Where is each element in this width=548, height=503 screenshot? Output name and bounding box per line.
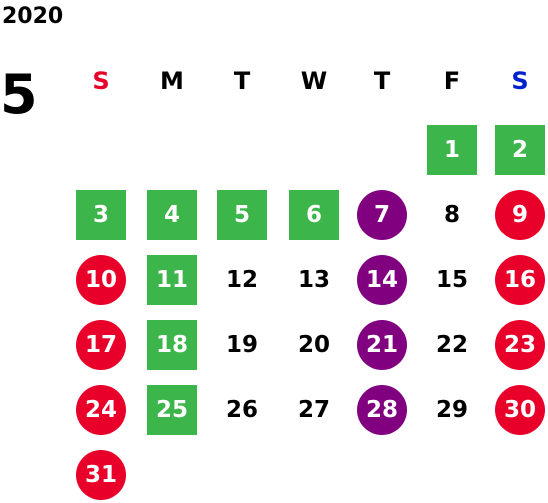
- calendar-day[interactable]: 1: [427, 125, 477, 175]
- calendar-day[interactable]: 18: [147, 320, 197, 370]
- calendar-day[interactable]: 30: [495, 385, 545, 435]
- calendar-day[interactable]: 24: [76, 385, 126, 435]
- calendar-day[interactable]: 7: [357, 190, 407, 240]
- calendar-day[interactable]: 3: [76, 190, 126, 240]
- calendar-day[interactable]: 22: [435, 332, 468, 358]
- calendar-day[interactable]: 12: [225, 267, 258, 293]
- weekday-header: T: [373, 67, 391, 95]
- calendar-day[interactable]: 25: [147, 385, 197, 435]
- calendar-day[interactable]: 26: [225, 397, 258, 423]
- calendar-day[interactable]: 9: [495, 190, 545, 240]
- weekday-header: S: [511, 67, 529, 95]
- calendar-day[interactable]: 29: [435, 397, 468, 423]
- calendar-day[interactable]: 28: [357, 385, 407, 435]
- calendar-day[interactable]: 4: [147, 190, 197, 240]
- calendar-day[interactable]: 20: [297, 332, 330, 358]
- calendar-day[interactable]: 5: [217, 190, 267, 240]
- calendar-day[interactable]: 13: [297, 267, 330, 293]
- calendar-day[interactable]: 16: [495, 255, 545, 305]
- weekday-header: S: [92, 67, 110, 95]
- calendar-day[interactable]: 2: [495, 125, 545, 175]
- calendar-day[interactable]: 23: [495, 320, 545, 370]
- calendar-day[interactable]: 8: [443, 202, 460, 228]
- calendar-day[interactable]: 31: [76, 450, 126, 500]
- weekday-header: M: [160, 67, 184, 95]
- year-label: 2020: [2, 4, 64, 29]
- weekday-header: T: [233, 67, 251, 95]
- calendar-day[interactable]: 10: [76, 255, 126, 305]
- calendar-day[interactable]: 19: [225, 332, 258, 358]
- weekday-header: W: [300, 67, 328, 95]
- calendar-day[interactable]: 11: [147, 255, 197, 305]
- calendar-day[interactable]: 14: [357, 255, 407, 305]
- calendar-day[interactable]: 17: [76, 320, 126, 370]
- weekday-header: F: [443, 67, 461, 95]
- calendar-day[interactable]: 27: [297, 397, 330, 423]
- calendar-day[interactable]: 21: [357, 320, 407, 370]
- month-number: 5: [0, 63, 38, 126]
- calendar-day[interactable]: 15: [435, 267, 468, 293]
- calendar-day[interactable]: 6: [289, 190, 339, 240]
